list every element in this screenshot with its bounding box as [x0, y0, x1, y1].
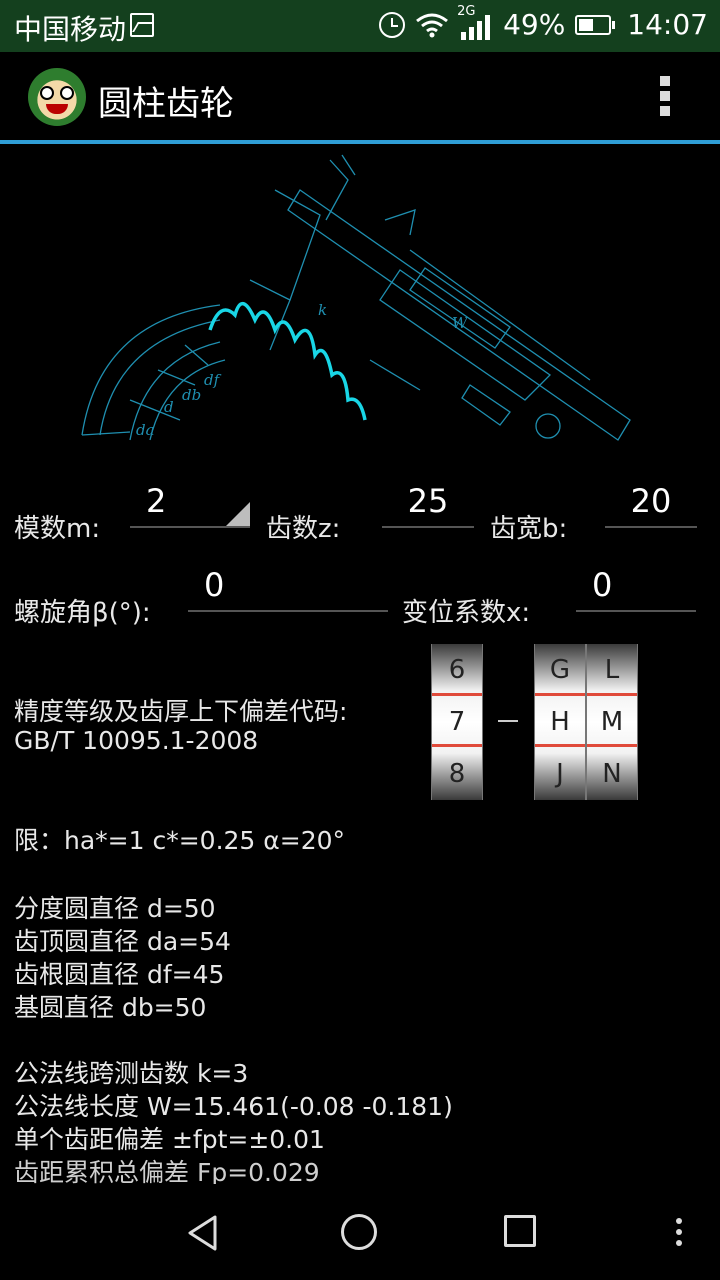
lower-deviation-drum-picker[interactable]: L M N — [586, 644, 638, 800]
drum-item: L — [604, 655, 620, 685]
module-label: 模数m: — [14, 514, 101, 544]
helix-input[interactable]: 0 — [188, 566, 388, 612]
nav-more-icon[interactable] — [676, 1218, 682, 1251]
back-icon[interactable] — [186, 1214, 218, 1252]
module-value: 2 — [146, 482, 167, 520]
app-title: 圆柱齿轮 — [98, 84, 234, 124]
teeth-input[interactable]: 25 — [382, 482, 474, 528]
battery-percent: 49% — [503, 8, 566, 41]
drum-item-selected: 7 — [448, 707, 466, 737]
caliper-gear-diagram: k W da d db df — [81, 154, 631, 441]
precision-standard: GB/T 10095.1-2008 — [14, 726, 259, 755]
spinner-arrow-icon — [226, 502, 250, 526]
label-k: k — [318, 301, 327, 319]
result-pitch-deviation: 单个齿距偏差 ±fpt=±0.01 — [14, 1125, 325, 1154]
result-cumulative-deviation: 齿距累积总偏差 Fp=0.029 — [14, 1158, 320, 1184]
signal-icon: 2G — [457, 4, 493, 40]
carrier-name: 中国移动 — [14, 13, 127, 46]
battery-level — [579, 18, 594, 31]
drum-separator-dash — [498, 720, 518, 722]
image-notification-icon — [130, 13, 154, 37]
status-bar: 中国移动 2G 49% 14:07 — [0, 0, 720, 52]
clock: 14:07 — [627, 8, 708, 41]
label-db: db — [182, 386, 201, 404]
result-span-length: 公法线长度 W=15.461(-0.08 -0.181) — [14, 1092, 453, 1121]
status-icons: 2G 49% 14:07 — [379, 4, 708, 41]
wifi-icon — [416, 13, 448, 37]
shift-input[interactable]: 0 — [576, 566, 696, 612]
shift-label: 变位系数x: — [402, 598, 531, 628]
label-d: d — [164, 398, 174, 416]
label-df: df — [204, 371, 222, 389]
label-w: W — [452, 314, 469, 332]
drum-item-selected: M — [600, 707, 624, 737]
recent-apps-icon[interactable] — [504, 1215, 536, 1247]
gear-teeth-highlight — [208, 302, 367, 421]
width-value: 20 — [630, 482, 672, 520]
result-base-diameter: 基圆直径 db=50 — [14, 993, 207, 1022]
result-root-diameter: 齿根圆直径 df=45 — [14, 960, 225, 989]
helix-value: 0 — [204, 566, 225, 604]
width-label: 齿宽b: — [490, 514, 568, 544]
home-icon[interactable] — [341, 1214, 377, 1250]
result-pitch-diameter: 分度圆直径 d=50 — [14, 894, 216, 923]
drum-item-selected: H — [550, 707, 570, 737]
result-span-teeth: 公法线跨测齿数 k=3 — [14, 1059, 249, 1088]
app-logo-icon — [28, 68, 86, 126]
drum-item: G — [549, 655, 571, 685]
helix-label: 螺旋角β(°): — [14, 598, 151, 628]
upper-deviation-drum-picker[interactable]: G H J — [534, 644, 586, 800]
battery-icon — [575, 14, 616, 35]
limits-text: 限：ha*=1 c*=0.25 α=20° — [14, 826, 346, 855]
teeth-label: 齿数z: — [266, 514, 341, 544]
navigation-bar — [0, 1184, 720, 1280]
network-type: 2G — [457, 3, 476, 19]
label-da: da — [136, 421, 155, 439]
module-spinner[interactable]: 2 — [130, 482, 250, 528]
grade-drum-picker[interactable]: 6 7 8 — [431, 644, 483, 800]
shift-value: 0 — [592, 566, 613, 604]
drum-item: N — [602, 759, 622, 789]
result-tip-diameter: 齿顶圆直径 da=54 — [14, 927, 231, 956]
width-input[interactable]: 20 — [605, 482, 697, 528]
alarm-icon — [379, 11, 406, 38]
drum-item: 8 — [448, 759, 466, 789]
overflow-menu-icon[interactable] — [658, 76, 672, 120]
drum-item: J — [556, 759, 564, 789]
precision-label: 精度等级及齿厚上下偏差代码: — [14, 697, 348, 726]
action-bar: 圆柱齿轮 — [0, 52, 720, 144]
drum-item: 6 — [448, 655, 466, 685]
teeth-value: 25 — [407, 482, 449, 520]
